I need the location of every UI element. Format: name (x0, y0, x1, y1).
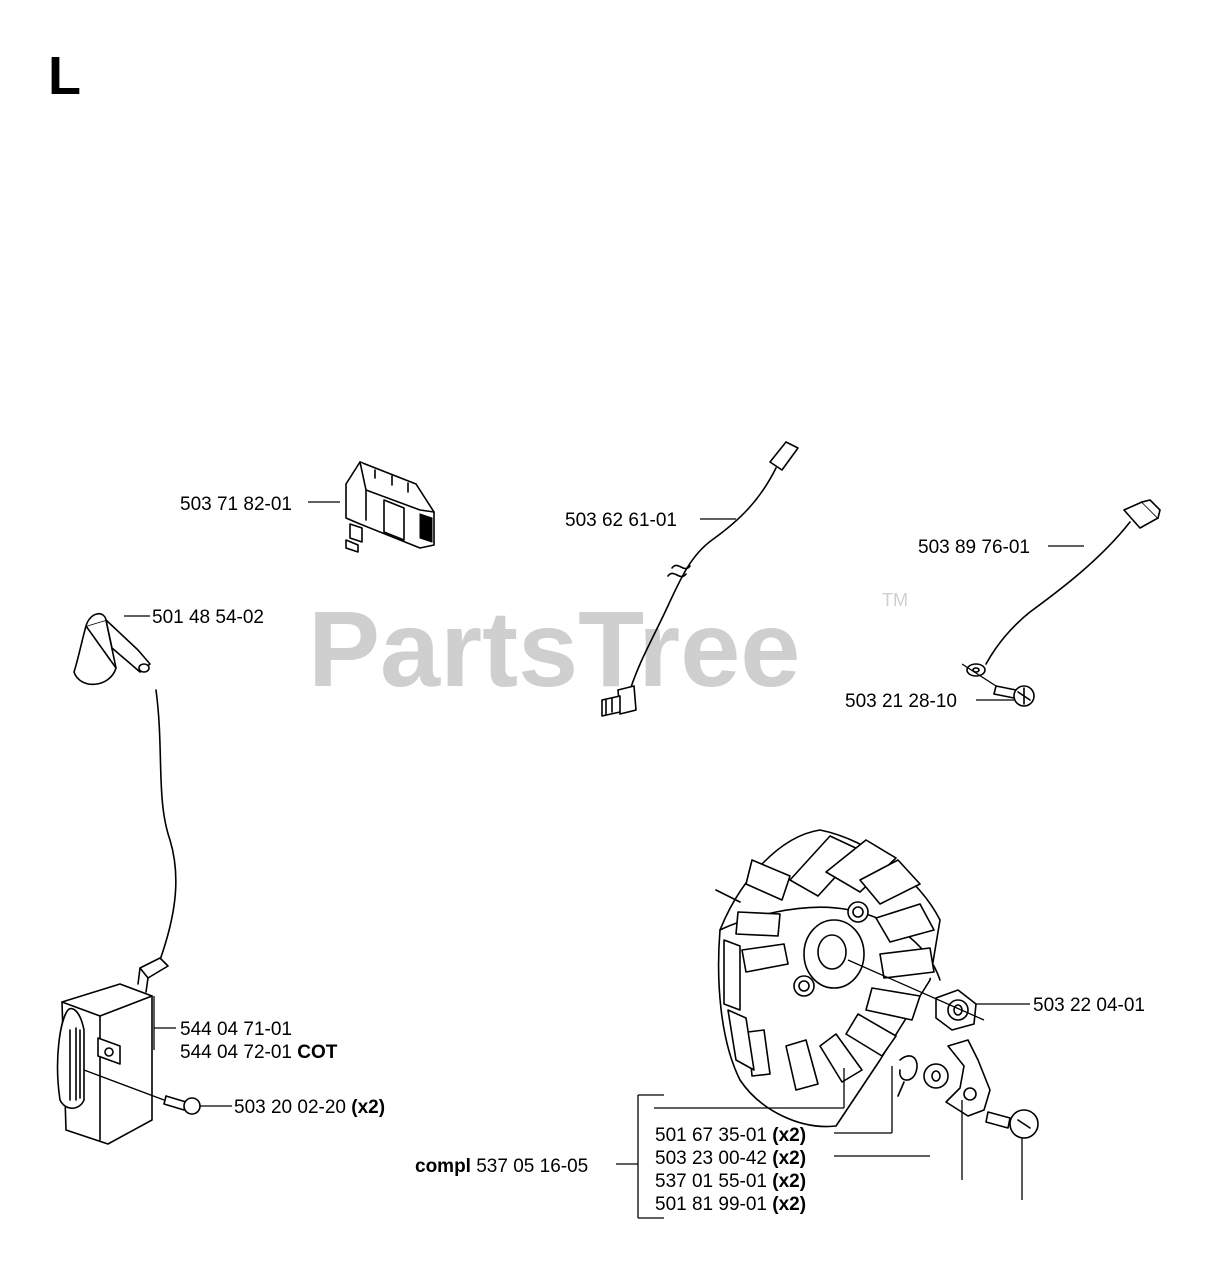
parts-tree-watermark: PartsTree TM (308, 588, 908, 709)
label-spark-plug-cap: 501 48 54-02 (152, 607, 264, 628)
switch-drawing[interactable] (345, 461, 435, 553)
kit-parts-drawing[interactable] (897, 1039, 1039, 1139)
flywheel-drawing[interactable] (715, 829, 941, 1128)
ignition-module-drawing[interactable] (56, 957, 169, 1145)
label-kit-item-3: 537 01 55-01 (x2) (655, 1171, 806, 1192)
cable-screw-drawing[interactable] (993, 685, 1035, 707)
stop-cable-drawing[interactable] (601, 441, 799, 717)
label-stop-cable: 503 62 61-01 (565, 510, 677, 531)
label-compl: compl 537 05 16-05 (415, 1156, 588, 1177)
label-module-a: 544 04 71-01 (180, 1019, 292, 1040)
ground-cable-drawing[interactable] (966, 499, 1161, 677)
label-kit-item-1: 501 67 35-01 (x2) (655, 1125, 806, 1146)
label-kit-item-2: 503 23 00-42 (x2) (655, 1148, 806, 1169)
ignition-lead-drawing (155, 689, 177, 961)
watermark-text: PartsTree (308, 588, 800, 709)
label-module-screw: 503 20 02-20 (x2) (234, 1097, 385, 1118)
section-letter: L (48, 46, 81, 106)
label-flywheel-nut: 503 22 04-01 (1033, 995, 1145, 1016)
label-cable-screw: 503 21 28-10 (845, 691, 957, 712)
flywheel-nut-drawing[interactable] (935, 989, 977, 1031)
label-kit-item-4: 501 81 99-01 (x2) (655, 1194, 806, 1215)
label-switch: 503 71 82-01 (180, 494, 292, 515)
module-screw-drawing[interactable] (163, 1095, 201, 1115)
label-ground-cable: 503 89 76-01 (918, 537, 1030, 558)
spark-plug-cap-drawing[interactable] (73, 613, 151, 686)
compl-bracket (616, 1066, 1023, 1219)
watermark-tm: TM (882, 590, 908, 610)
label-module-b: 544 04 72-01 COT (180, 1042, 338, 1063)
